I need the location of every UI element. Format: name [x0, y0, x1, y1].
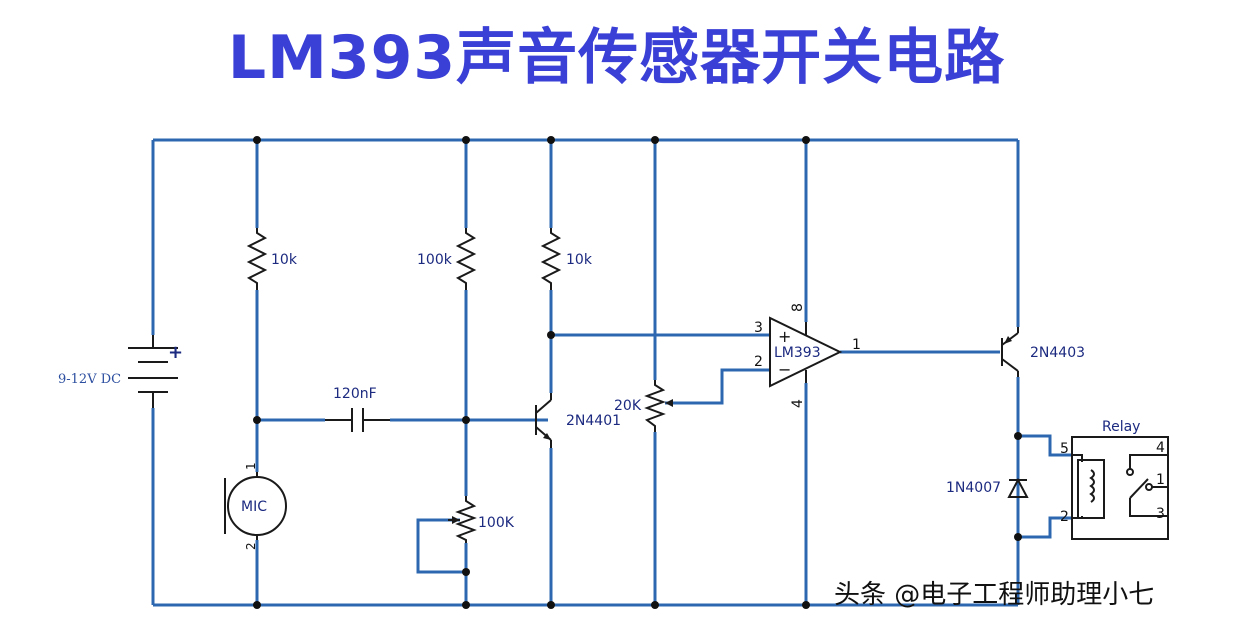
- resistor-r1: 10k: [246, 228, 298, 290]
- transistor-q1: 2N4401: [535, 393, 621, 448]
- comparator-pin8: 8: [790, 303, 806, 312]
- mic-label: MIC: [241, 499, 267, 515]
- wires: [151, 138, 1072, 607]
- watermark: 头条 @电子工程师助理小七: [834, 580, 1155, 610]
- battery-label: 9-12V DC: [58, 372, 121, 387]
- relay-label: Relay: [1102, 419, 1140, 435]
- threshold-wiper-wire: [665, 368, 770, 405]
- comparator-plus: +: [778, 327, 791, 346]
- transistor-q2: 2N4403: [1001, 327, 1085, 377]
- microphone-symbol: MIC 1 2: [224, 462, 287, 550]
- relay-pin4: 4: [1156, 440, 1165, 456]
- pot-bias-label: 100K: [478, 515, 515, 531]
- comparator-lm393: + − LM393 3 2 1 8 4: [754, 303, 861, 408]
- relay-symbol: Relay 5 2 4 1 3: [1060, 419, 1169, 540]
- comparator-pin1: 1: [852, 337, 861, 353]
- battery-plus: +: [168, 342, 183, 363]
- battery-symbol: + 9-12V DC: [58, 335, 183, 408]
- comparator-pin4: 4: [790, 399, 806, 408]
- diode-symbol: 1N4007: [946, 477, 1029, 498]
- r2-label: 100k: [417, 252, 453, 268]
- potentiometer-bias: 100K: [448, 496, 515, 543]
- diode-label: 1N4007: [946, 480, 1001, 496]
- resistor-r2: 100k: [417, 228, 477, 290]
- mic-pin2: 2: [244, 542, 258, 550]
- r3-label: 10k: [566, 252, 593, 268]
- comparator-pin3: 3: [754, 320, 763, 336]
- page-title: LM393声音传感器开关电路: [227, 23, 1006, 93]
- comparator-label: LM393: [774, 345, 821, 361]
- q1-label: 2N4401: [566, 413, 621, 429]
- comparator-pin2: 2: [754, 354, 763, 370]
- capacitor-label: 120nF: [333, 386, 377, 402]
- relay-pin5: 5: [1060, 441, 1069, 457]
- relay-pin2: 2: [1060, 509, 1069, 525]
- relay-pin1: 1: [1156, 472, 1165, 488]
- relay-pin3: 3: [1156, 506, 1165, 522]
- q2-label: 2N4403: [1030, 345, 1085, 361]
- potentiometer-threshold: 20K: [614, 380, 673, 432]
- resistor-r3: 10k: [540, 228, 593, 290]
- capacitor-symbol: 120nF: [325, 386, 390, 432]
- pot-threshold-label: 20K: [614, 398, 642, 414]
- junction-dots: [253, 136, 1022, 609]
- relay-coil-wire: [1018, 434, 1072, 539]
- pot-wiper-wire: [416, 518, 466, 574]
- mic-pin1: 1: [244, 462, 258, 470]
- comparator-minus: −: [778, 360, 791, 379]
- r1-label: 10k: [271, 252, 298, 268]
